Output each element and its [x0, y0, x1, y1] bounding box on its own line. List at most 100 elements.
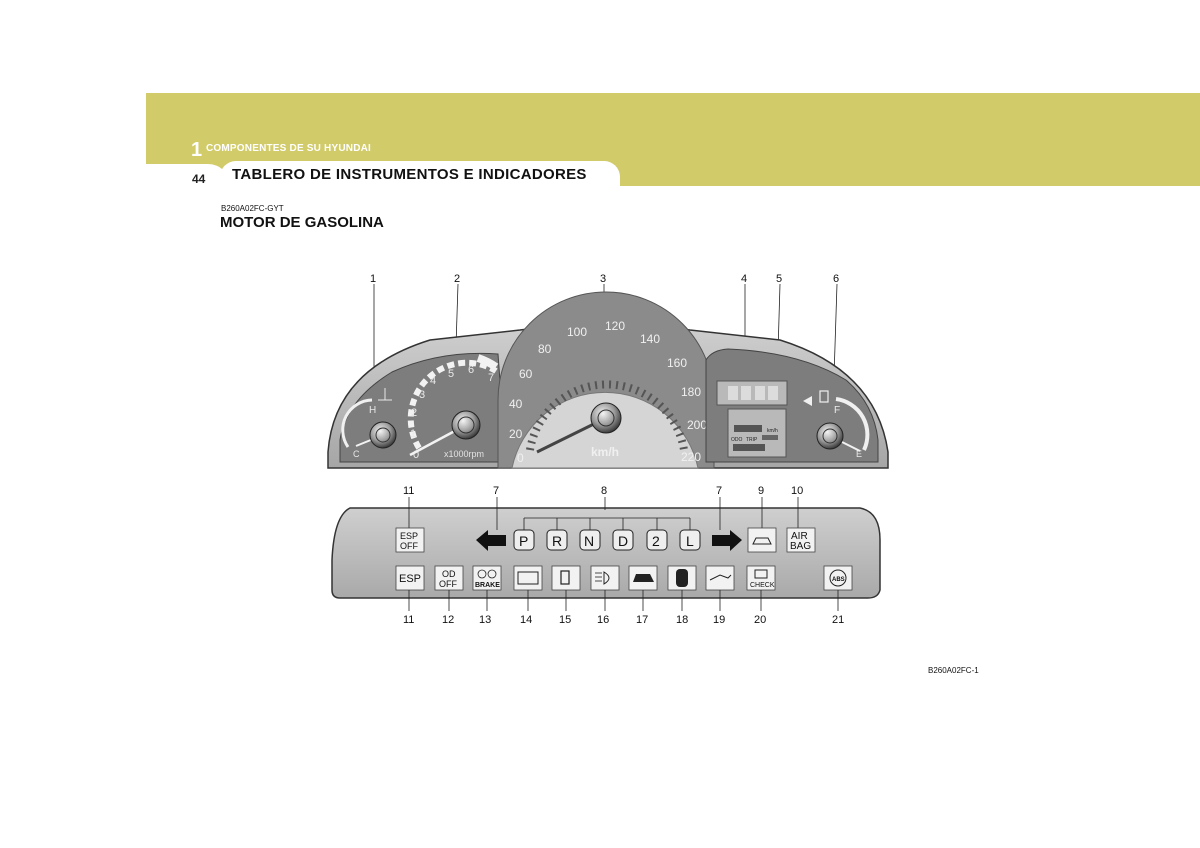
figure-code: B260A02FC-1 [928, 666, 979, 675]
engine-icon [754, 569, 768, 579]
airbag-text-1: AIR [791, 531, 808, 542]
callout-11: 11 [403, 485, 414, 497]
battery-icon [517, 571, 539, 585]
left-gauge-pod [339, 352, 507, 463]
callout-14: 14 [520, 614, 532, 626]
callout-19: 19 [713, 614, 725, 626]
high-beam-light [590, 565, 620, 591]
speed-tick-label: 200 [687, 418, 707, 432]
coolant-temp-icon [378, 388, 392, 401]
rpm-tick-label: 7 [488, 372, 494, 384]
speedometer-knob [590, 402, 622, 434]
lcd-odo-label: ODO [731, 437, 743, 443]
immobilizer-light [747, 527, 777, 553]
warning-light-panel [331, 507, 881, 599]
abs-text: ABS [832, 577, 845, 583]
od-off-light [434, 565, 464, 591]
page-number: 44 [192, 172, 206, 186]
callout-7-left: 7 [493, 485, 499, 497]
airbag-light [786, 527, 816, 553]
low-fuel-light [551, 565, 581, 591]
clock-digits [728, 386, 778, 400]
esp-off-text-1: ESP [400, 531, 418, 541]
car-key-icon [752, 537, 772, 545]
parking-brake-icon [487, 569, 497, 579]
callout-leaders-bottom [408, 590, 839, 611]
rpm-tick-label: 2 [411, 407, 417, 419]
speed-tick-label: 20 [509, 427, 523, 441]
esp-off-light [395, 527, 425, 553]
callout-2: 2 [454, 273, 460, 285]
subtitle: MOTOR DE GASOLINA [220, 214, 384, 231]
callout-11-bottom: 11 [403, 614, 414, 626]
speed-tick-label: 100 [567, 325, 587, 339]
gear-label: P [519, 533, 528, 549]
fuel-knob [816, 422, 861, 452]
fuel-arc [835, 397, 870, 451]
callout-6: 6 [833, 273, 839, 285]
speed-tick-label: 40 [509, 397, 523, 411]
abs-circle-icon [829, 569, 847, 587]
tachometer-knob [451, 410, 481, 440]
gear-indicator: P R N D 2 L [513, 529, 701, 551]
callout-16: 16 [597, 614, 609, 626]
callout-20: 20 [754, 614, 766, 626]
temp-low-label: C [353, 449, 360, 459]
callout-15: 15 [559, 614, 571, 626]
callout-5: 5 [776, 273, 782, 285]
gear-label: L [686, 533, 694, 549]
callout-4: 4 [741, 273, 747, 285]
od-off-text-2: OFF [439, 579, 457, 589]
callout-10: 10 [791, 485, 803, 497]
callout-17: 17 [636, 614, 648, 626]
callout-8: 8 [601, 485, 607, 497]
gear-label: R [552, 533, 562, 549]
speed-tick-label: 220 [681, 450, 701, 464]
rpm-tick-label: 3 [419, 389, 425, 401]
temp-high-label: H [369, 405, 376, 416]
gear-label: N [584, 533, 594, 549]
high-beam-icon [603, 571, 610, 585]
speed-tick-label: 160 [667, 356, 687, 370]
callout-7-right: 7 [716, 485, 722, 497]
doc-code: B260A02FC-GYT [221, 204, 284, 213]
chapter-number: 1 [191, 139, 203, 161]
section-title: TABLERO DE INSTRUMENTOS E INDICADORES [232, 166, 587, 183]
low-fuel-icon [560, 570, 570, 585]
callout-13: 13 [479, 614, 491, 626]
callout-18: 18 [676, 614, 688, 626]
high-beam-rays [595, 572, 602, 582]
lcd-segments [733, 425, 778, 451]
tachometer: 0 1 2 3 4 5 6 7 x1000rpm [407, 354, 499, 461]
od-off-text-1: OD [442, 569, 456, 579]
esp-light [395, 565, 425, 591]
callout-1: 1 [370, 273, 376, 285]
lcd-trip-label: TRIP [746, 437, 758, 443]
fuel-empty-label: E [856, 449, 862, 459]
turn-signal-left-icon [476, 530, 506, 551]
chapter-title: COMPONENTES DE SU HYUNDAI [206, 143, 372, 154]
speed-tick-label: 0 [517, 451, 524, 465]
oil-pressure-light [705, 565, 735, 591]
temperature-arc [341, 398, 373, 448]
speed-tick-label: 120 [605, 319, 625, 333]
brake-text: BRAKE [475, 582, 500, 589]
door-ajar-icon [676, 569, 688, 587]
car-tailgate-icon [633, 574, 654, 582]
callout-21: 21 [832, 614, 844, 626]
esp-text: ESP [399, 573, 421, 585]
speed-tick-label: 60 [519, 367, 533, 381]
callout-12: 12 [442, 614, 454, 626]
fuel-door-arrow-icon [803, 396, 812, 406]
gear-label: D [618, 533, 628, 549]
speed-unit-label: km/h [591, 445, 619, 459]
callout-leaders-mid [408, 497, 799, 530]
brake-circle-icon [477, 569, 487, 579]
fuel-pump-icon [819, 390, 829, 403]
speed-tick-label: 80 [538, 342, 552, 356]
rpm-unit-label: x1000rpm [444, 449, 484, 459]
callout-9: 9 [758, 485, 764, 497]
page-number-tab [146, 164, 230, 204]
callout-3: 3 [600, 273, 606, 285]
